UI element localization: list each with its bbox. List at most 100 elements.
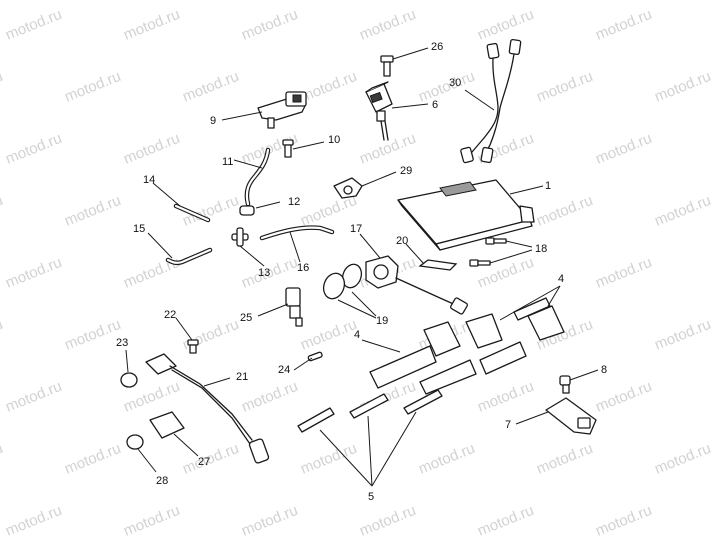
callout-26: 26 [431,41,443,53]
callout-21: 21 [236,371,248,383]
callout-18: 18 [535,243,547,255]
watermark-text: motod.ru [121,254,182,292]
callout-10: 10 [328,134,340,146]
watermark-text: motod.ru [298,440,359,478]
watermark-text: motod.ru [239,502,300,540]
watermark-text: motod.ru [0,68,5,106]
watermark-text: motod.ru [121,130,182,168]
callout-9: 9 [210,115,216,127]
ignition-coil-4 [361,285,565,395]
callout-29: 29 [400,165,412,177]
ecu-1 [397,179,544,251]
watermark-text: motod.ru [180,440,241,478]
callout-4: 4 [354,329,360,341]
watermark-text: motod.ru [62,192,123,230]
watermark-text: motod.ru [0,440,5,478]
watermark-text: motod.ru [416,68,477,106]
callout-7: 7 [505,419,511,431]
watermark-text: motod.ru [239,6,300,44]
watermark-text: motod.ru [3,502,64,540]
hose-15 [147,232,213,266]
callout-20: 20 [396,235,408,247]
watermark-text: motod.ru [593,502,654,540]
watermark-text: motod.ru [593,254,654,292]
watermark-text: motod.ru [534,192,595,230]
bracket-29 [333,171,397,199]
callout-6: 6 [432,99,438,111]
watermark-text: motod.ru [0,316,5,354]
callout-1: 1 [545,180,551,192]
sensor-21 [145,353,270,464]
watermark-text: motod.ru [593,378,654,416]
sensor-7 [515,397,597,435]
sensor-25 [257,287,303,327]
watermark-text: motod.ru [121,502,182,540]
callout-24: 24 [278,364,290,376]
watermark-text: motod.ru [534,68,595,106]
o-ring-19 [322,263,377,319]
callout-17: 17 [350,223,362,235]
callout-5: 5 [368,491,374,503]
watermark-text: motod.ru [475,378,536,416]
callout-13: 13 [258,267,270,279]
t-piece-13 [231,227,265,267]
bolt-26 [380,47,429,77]
callout-23: 23 [116,337,128,349]
bolt-18 [469,237,533,267]
o-ring-28 [126,434,157,473]
watermark-text: motod.ru [298,68,359,106]
spark-plug-5 [297,389,443,487]
sensor-6 [365,81,429,141]
watermark-text: motod.ru [475,254,536,292]
watermark-text: motod.ru [475,502,536,540]
callout-19: 19 [376,315,388,327]
watermark-text: motod.ru [652,192,713,230]
watermark-text: motod.ru [652,68,713,106]
watermark-text: motod.ru [475,6,536,44]
watermark-text: motod.ru [121,6,182,44]
callout-4: 4 [558,273,564,285]
watermark-text: motod.ru [3,254,64,292]
watermark-text: motod.ru [180,316,241,354]
callout-27: 27 [198,456,210,468]
o-ring-23 [120,349,138,388]
watermark-text: motod.ru [357,6,418,44]
watermark-text: motod.ru [652,440,713,478]
sensor-9 [221,91,307,129]
callout-15: 15 [133,223,145,235]
callout-12: 12 [288,196,300,208]
callout-14: 14 [143,174,155,186]
hose-11 [233,147,271,207]
clip-20 [405,243,458,271]
callout-30: 30 [449,77,461,89]
callout-16: 16 [297,262,309,274]
clip-12 [239,201,281,216]
watermark-text: motod.ru [357,502,418,540]
watermark-text: motod.ru [239,378,300,416]
callout-8: 8 [601,364,607,376]
callout-22: 22 [164,309,176,321]
sensor-24 [293,351,323,371]
callout-11: 11 [222,156,233,168]
watermark-text: motod.ru [62,440,123,478]
watermark-text: motod.ru [0,192,5,230]
callout-25: 25 [240,312,252,324]
callout-28: 28 [156,475,168,487]
bolt-8 [559,369,599,394]
screw-10 [282,139,325,158]
watermark-text: motod.ru [534,440,595,478]
watermark-text: motod.ru [3,378,64,416]
hose-16 [259,225,335,263]
sensor-27 [149,411,199,457]
screw-22 [175,317,199,354]
watermark-text: motod.ru [593,6,654,44]
watermark-text: motod.ru [3,6,64,44]
watermark-text: motod.ru [62,68,123,106]
hose-14 [152,182,211,223]
watermark-text: motod.ru [593,130,654,168]
sensor-17 [359,233,468,315]
watermark-text: motod.ru [652,316,713,354]
watermark-text: motod.ru [62,316,123,354]
watermark-text: motod.ru [180,68,241,106]
